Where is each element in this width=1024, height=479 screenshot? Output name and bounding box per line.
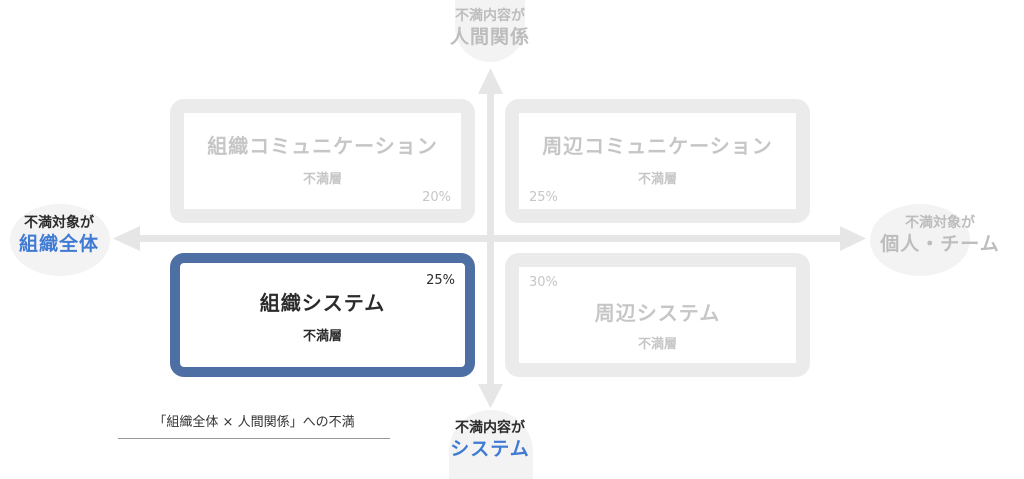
- quadrant-bottom-left: 組織システム 不満層 25%: [170, 253, 475, 377]
- quadrant-bottom-right-subtitle: 不満層: [637, 337, 677, 352]
- quadrant-top-right-title: 周辺コミュニケーション: [542, 134, 773, 158]
- axis-label-bottom: 不満内容が システム: [420, 420, 560, 461]
- axis-right-bubble: [870, 204, 970, 276]
- left-arrow-head: [113, 226, 140, 251]
- axis-left-line1: 不満対象が: [24, 215, 94, 231]
- quadrant-top-left-subtitle: 不満層: [302, 172, 342, 187]
- axis-bottom-bubble: [449, 410, 533, 479]
- axis-left-bubble: [10, 204, 110, 276]
- quadrant-top-left-title: 組織コミュニケーション: [207, 134, 438, 158]
- quadrant-bottom-left-percent: 25%: [426, 273, 455, 288]
- axis-left-line2: 組織全体: [18, 232, 99, 255]
- quadrant-top-left: 組織コミュニケーション 不満層 20%: [170, 99, 475, 223]
- quadrant-top-left-percent: 20%: [422, 190, 451, 205]
- axis-label-left: 不満対象が 組織全体: [0, 215, 118, 256]
- axis-top-line2: 人間関係: [449, 25, 530, 48]
- quadrant-bottom-left-title: 組織システム: [259, 291, 386, 315]
- quadrant-top-right-percent: 25%: [529, 190, 558, 205]
- quadrant-top-right-subtitle: 不満層: [637, 172, 677, 187]
- axis-label-top: 不満内容が 人間関係: [420, 8, 560, 49]
- up-arrow-head: [478, 68, 503, 94]
- quadrant-top-right: 周辺コミュニケーション 不満層 25%: [505, 99, 810, 223]
- quadrant-bottom-right: 周辺システム 不満層 30%: [505, 253, 810, 377]
- axis-top-bubble: [455, 0, 525, 62]
- down-arrow-head: [478, 384, 503, 408]
- axis-right-line1: 不満対象が: [905, 215, 975, 231]
- axis-right-line2: 個人・チーム: [880, 232, 1000, 255]
- quadrant-bottom-right-percent: 30%: [529, 275, 558, 290]
- right-arrow-head: [840, 226, 866, 251]
- axis-top-line1: 不満内容が: [455, 8, 525, 24]
- axis-bottom-line2: システム: [450, 437, 530, 460]
- horizontal-axis-line: [135, 235, 847, 242]
- axis-label-right: 不満対象が 個人・チーム: [862, 215, 1018, 256]
- diagram-caption: 「組織全体 × 人間関係」への不満: [118, 411, 390, 439]
- quadrant-bottom-left-subtitle: 不満層: [302, 329, 342, 344]
- quadrant-bottom-right-title: 周辺システム: [594, 301, 721, 325]
- axis-bottom-line1: 不満内容が: [455, 420, 525, 436]
